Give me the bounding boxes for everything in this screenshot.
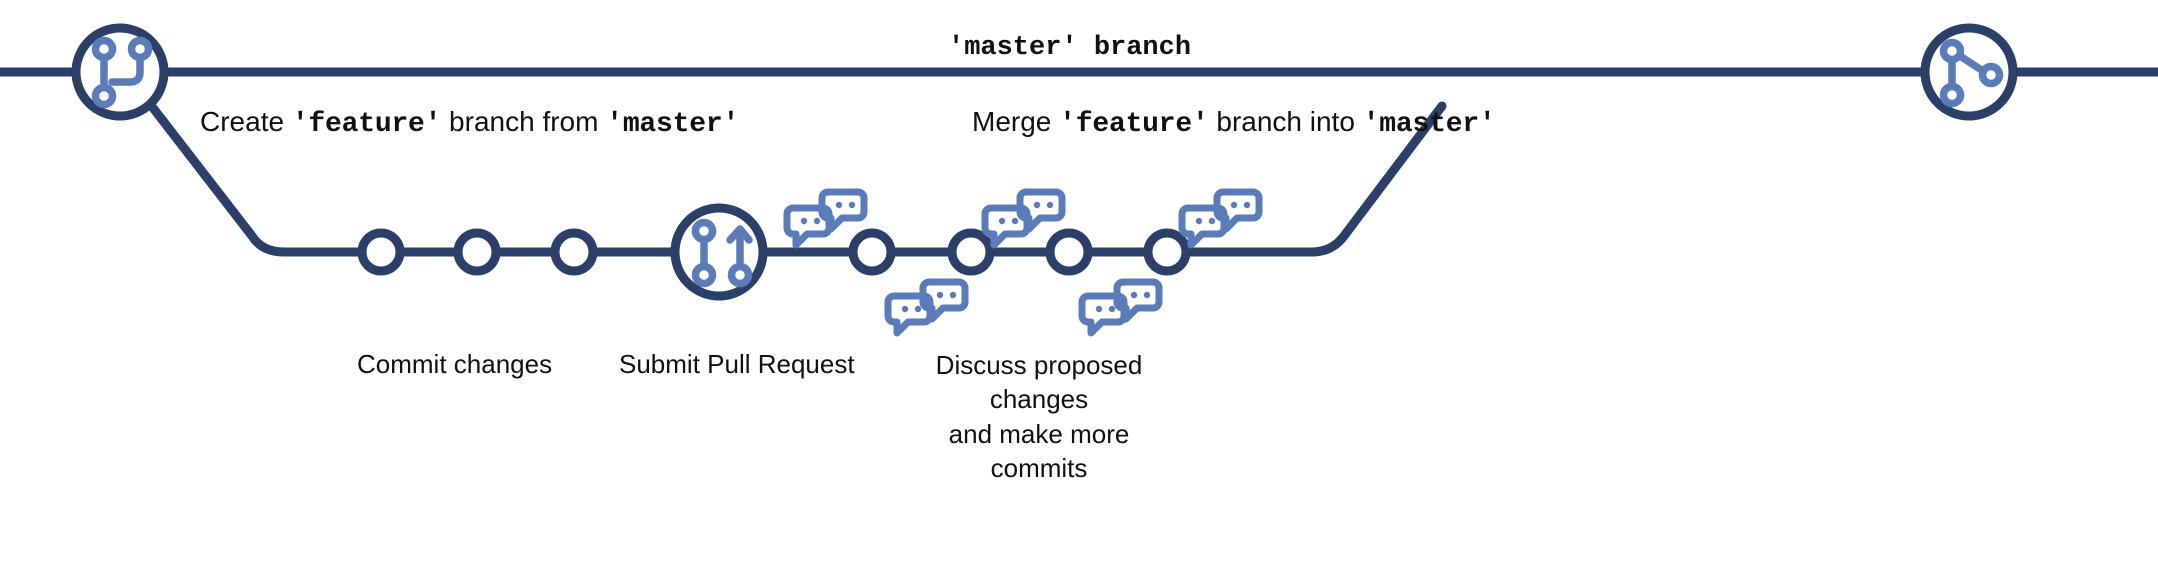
commit-dot-5[interactable] (947, 228, 995, 276)
feature-branch-diverge-path (145, 99, 681, 257)
pull-request-node[interactable] (670, 203, 768, 301)
merge-label-master: 'master' (1362, 109, 1496, 140)
commit-dot-4[interactable] (848, 228, 896, 276)
create-label-master: 'master' (606, 109, 740, 140)
create-label-prefix: Create (200, 106, 292, 137)
git-branch-icon (91, 36, 153, 109)
merge-label-middle: branch into (1208, 106, 1363, 137)
create-label-middle: branch from (441, 106, 607, 137)
git-pull-request-icon (691, 218, 753, 288)
merge-label-feature: 'feature' (1059, 109, 1209, 140)
merge-feature-branch-label: Merge 'feature' branch into 'master' (972, 104, 1496, 143)
comment-cluster-above-3[interactable] (1182, 192, 1259, 245)
discuss-changes-label: Discuss proposed changes and make more c… (899, 348, 1179, 485)
comment-cluster-below-2[interactable] (1082, 282, 1159, 333)
git-merge-icon (1939, 38, 2004, 108)
branch-node[interactable] (71, 23, 169, 121)
commit-dot-1[interactable] (357, 228, 405, 276)
discuss-changes-line-1: Discuss proposed changes (935, 350, 1143, 415)
merge-node[interactable] (1920, 23, 2018, 121)
merge-label-prefix: Merge (972, 106, 1060, 137)
comment-cluster-above-2[interactable] (985, 192, 1062, 245)
comment-cluster-below-1[interactable] (888, 282, 965, 333)
create-label-feature: 'feature' (291, 109, 442, 140)
commit-dot-6[interactable] (1045, 228, 1093, 276)
discuss-changes-line-2: and make more commits (948, 418, 1130, 483)
comment-cluster-above-1[interactable] (787, 192, 864, 245)
commit-changes-label: Commit changes (357, 349, 553, 379)
feature-branch-merge-path (1295, 101, 1447, 257)
commit-dot-3[interactable] (550, 228, 598, 276)
master-branch-label: 'master' branch (948, 33, 1192, 63)
submit-pull-request-label: Submit Pull Request (619, 349, 855, 379)
pull-request-node-ring (670, 203, 768, 301)
branch-node-ring (71, 23, 169, 121)
commit-dot-2[interactable] (453, 228, 501, 276)
create-feature-branch-label: Create 'feature' branch from 'master' (200, 104, 739, 143)
commit-dot-7[interactable] (1143, 228, 1191, 276)
